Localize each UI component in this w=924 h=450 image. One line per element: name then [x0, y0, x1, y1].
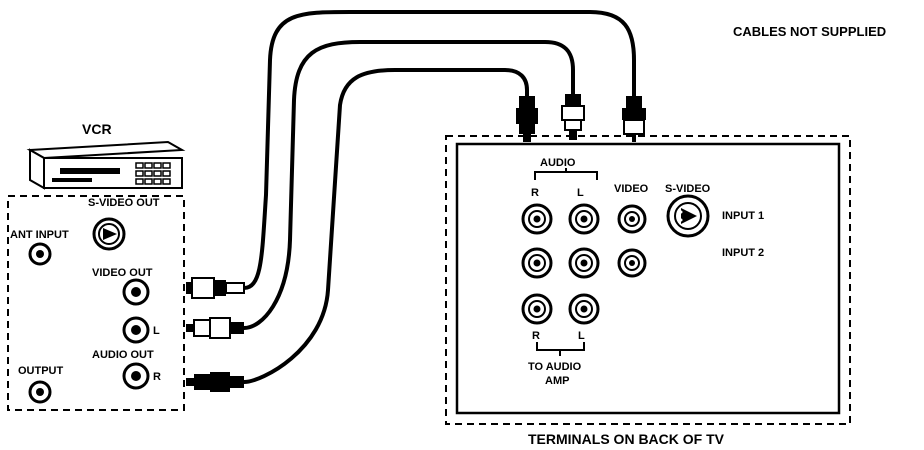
video-cable: [242, 40, 575, 330]
vcr-svideo-out-label: S-VIDEO OUT: [88, 197, 160, 209]
vcr-title: VCR: [82, 121, 112, 137]
cables-not-supplied-note: CABLES NOT SUPPLIED: [733, 24, 886, 39]
tv-input2-video-jack[interactable]: [617, 248, 647, 278]
plug-svideo-left: [186, 277, 245, 299]
vcr-audio-l-label: L: [153, 325, 160, 337]
vcr-audio-out-r-jack[interactable]: [122, 362, 150, 390]
svideo-cable: [242, 10, 636, 290]
vcr-audio-out-label: AUDIO OUT: [92, 349, 154, 361]
tv-terminal-panel: [455, 142, 841, 415]
tv-video-label: VIDEO: [614, 183, 649, 195]
vcr-back-panel: [7, 195, 185, 411]
tv-to-amp-bracket: [536, 342, 585, 356]
tv-audio-bracket: [534, 168, 598, 180]
vcr-output-label: OUTPUT: [18, 365, 64, 377]
tv-terminals-caption: TERMINALS ON BACK OF TV: [528, 431, 725, 447]
tv-audio-label: AUDIO: [540, 157, 576, 169]
audio-cable: [242, 68, 529, 384]
tv-amp-label: AMP: [545, 375, 569, 387]
plug-svideo-top: [622, 96, 646, 142]
plug-video-top: [561, 94, 585, 140]
tv-input1-svideo-jack[interactable]: [666, 194, 710, 238]
cables: [242, 10, 636, 384]
tv-to-audio-label: TO AUDIO: [528, 361, 582, 373]
vcr-video-out-jack[interactable]: [122, 278, 150, 306]
plug-video-left: [186, 317, 244, 339]
tv-input2-audio-l-jack[interactable]: [568, 247, 600, 279]
tv-to-amp-r-label: R: [532, 330, 540, 342]
plug-audio-top: [516, 96, 538, 142]
tv-svideo-label: S-VIDEO: [665, 183, 711, 195]
tv-to-amp-r-jack[interactable]: [521, 293, 553, 325]
vcr-audio-out-l-jack[interactable]: [122, 316, 150, 344]
tv-to-amp-l-jack[interactable]: [568, 293, 600, 325]
vcr-svideo-out-jack[interactable]: [92, 217, 126, 251]
vcr-ant-input-jack[interactable]: [28, 242, 52, 266]
tv-input2-audio-r-jack[interactable]: [521, 247, 553, 279]
tv-input1-audio-l-jack[interactable]: [568, 203, 600, 235]
tv-to-amp-l-label: L: [578, 330, 585, 342]
tv-audio-l-label: L: [577, 187, 584, 199]
tv-outer-dashed-border: [445, 135, 851, 425]
vcr-video-out-label: VIDEO OUT: [92, 267, 153, 279]
tv-input1-label: INPUT 1: [722, 210, 764, 222]
plug-audio-left: [186, 372, 244, 392]
tv-input1-audio-r-jack[interactable]: [521, 203, 553, 235]
tv-input2-label: INPUT 2: [722, 247, 764, 259]
vcr-unit-icon: [26, 140, 186, 190]
vcr-output-jack[interactable]: [28, 380, 52, 404]
vcr-audio-r-label: R: [153, 371, 161, 383]
vcr-ant-input-label: ANT INPUT: [10, 229, 69, 241]
tv-input1-video-jack[interactable]: [617, 204, 647, 234]
tv-audio-r-label: R: [531, 187, 539, 199]
